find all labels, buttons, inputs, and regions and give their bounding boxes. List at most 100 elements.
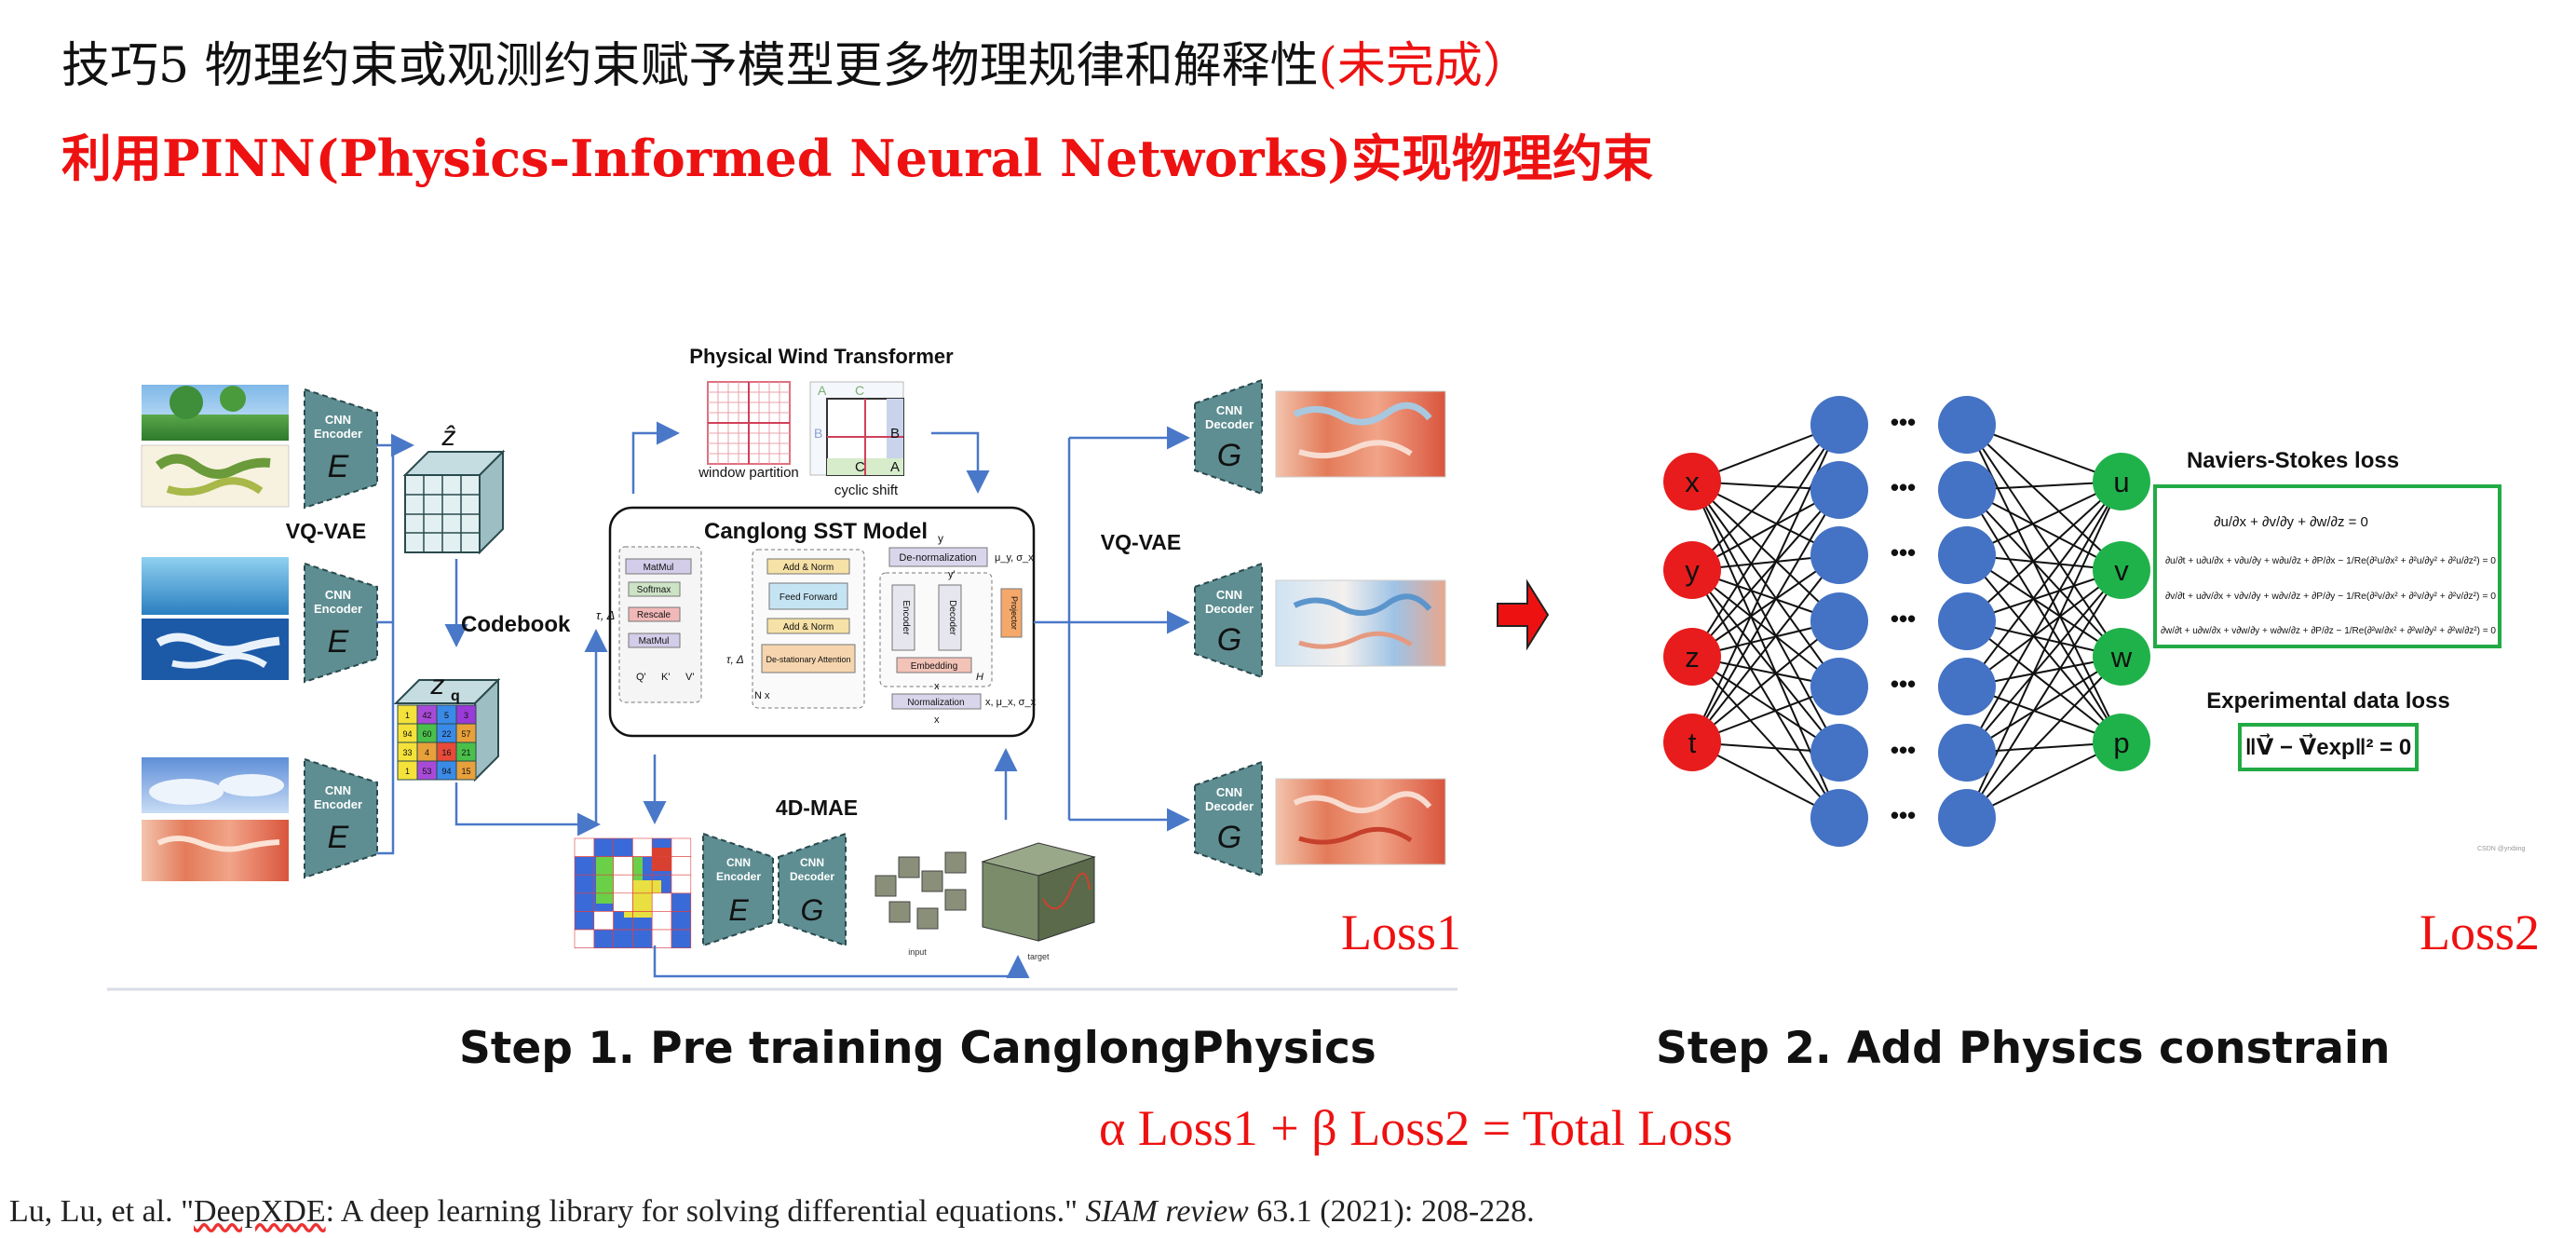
cnn-encoder-1-symbol: E xyxy=(328,449,349,484)
codebook-cell xyxy=(455,760,477,781)
cnn-encoder-3-label-b: Encoder xyxy=(314,797,362,811)
label-nx: N x xyxy=(754,690,770,701)
connection-out xyxy=(1966,569,2122,819)
cnn-encoder-2-symbol: E xyxy=(328,624,349,660)
input-node xyxy=(1663,453,1721,510)
hidden-node xyxy=(1810,526,1868,584)
connection-out xyxy=(1966,424,2122,658)
input-node-label: y xyxy=(1685,554,1700,587)
total-loss-formula: α Loss1 + β Loss2 = Total Loss xyxy=(1099,1100,1733,1156)
cnn-decoder-2-symbol: G xyxy=(1217,622,1241,658)
block-encoder: Encoder xyxy=(901,600,911,635)
block-destationary-attention: De-stationary Attention xyxy=(766,655,850,664)
codebook-cell-value: 94 xyxy=(402,729,412,739)
output-node xyxy=(2093,541,2150,599)
output-node xyxy=(2093,714,2150,771)
mae-mask-cell xyxy=(574,837,595,857)
hidden-node xyxy=(1938,658,1996,715)
ns-equation-1: ∂u/∂x + ∂v/∂y + ∂w/∂z = 0 xyxy=(2214,514,2368,530)
mae-mask-cell xyxy=(671,874,692,894)
output-node xyxy=(2093,453,2150,510)
connection-in xyxy=(1691,620,1840,743)
mae-input-grid xyxy=(574,837,692,948)
block-matmul-top: MatMul xyxy=(644,563,674,573)
citation-journal: SIAM review xyxy=(1085,1194,1249,1229)
ns-loss-title: Naviers-Stokes loss xyxy=(2187,448,2399,473)
connection-in xyxy=(1691,569,1840,687)
mae-title: 4D-MAE xyxy=(776,796,858,820)
arrow-to-window xyxy=(631,421,680,494)
connection-out xyxy=(1966,569,2122,687)
connection-out xyxy=(1966,554,2122,658)
block-decoder: Decoder xyxy=(947,600,957,635)
cnn-decoder-1: CNN Decoder G xyxy=(1194,378,1263,496)
block-embedding: Embedding xyxy=(911,661,958,672)
hidden-node xyxy=(1938,724,1996,782)
connection-in xyxy=(1691,554,1840,658)
cyclic-shift-label: cyclic shift xyxy=(834,483,899,498)
cnn-decoder-2: CNN Decoder G xyxy=(1194,562,1263,679)
hidden-ellipsis: ••• xyxy=(1891,473,1916,501)
block-feed-forward: Feed Forward xyxy=(780,592,837,603)
cnn-encoder-2-label-b: Encoder xyxy=(314,602,362,616)
connection-in xyxy=(1691,569,1840,754)
hidden-node xyxy=(1810,592,1868,650)
slide-title-main: 技巧5 物理约束或观测约束赋予模型更多物理规律和解释性 xyxy=(61,38,1319,94)
slide-title-status: (未完成） xyxy=(1318,38,1531,94)
shift-letter-A2: A xyxy=(890,459,900,475)
cnn-encoder-1-label-a: CNN xyxy=(325,413,351,427)
codebook-cell-value: 60 xyxy=(422,729,431,739)
input-node-label: z xyxy=(1685,641,1700,673)
connection-out xyxy=(1966,489,2122,571)
codebook-cell-value: 94 xyxy=(441,767,451,776)
output-map-1 xyxy=(1275,390,1446,478)
codebook-cell-value: 3 xyxy=(464,711,468,720)
block-softmax: Softmax xyxy=(637,585,671,595)
encoder-merge-line xyxy=(377,443,395,855)
mae-decoder-label-b: Decoder xyxy=(790,870,834,883)
mae-input-cubes: input xyxy=(866,848,978,957)
window-partition-label: window partition xyxy=(698,465,799,481)
mae-encoder-label-b: Encoder xyxy=(716,870,761,883)
citation-pre: Lu, Lu, et al. " xyxy=(9,1194,194,1229)
codebook-cell-value: 53 xyxy=(422,767,431,776)
label-x-mu-sigma: x, μ_x, σ_x xyxy=(985,697,1037,708)
connection-in xyxy=(1691,569,1840,819)
connection-out xyxy=(1966,424,2122,571)
output-node xyxy=(2093,628,2150,686)
connection-out xyxy=(1966,489,2122,658)
cnn-encoder-2-label-a: CNN xyxy=(325,588,351,602)
label-y-prime: y' xyxy=(948,569,956,580)
loss1-label: Loss1 xyxy=(1341,905,1462,960)
wind-transformer-title: Physical Wind Transformer xyxy=(689,345,954,368)
label-y: y xyxy=(938,532,943,545)
connection-in xyxy=(1691,424,1840,571)
label-tau-delta-1: τ, Δ xyxy=(596,608,615,622)
block-matmul-bottom: MatMul xyxy=(639,636,670,646)
connection-out xyxy=(1966,620,2122,743)
connection-out xyxy=(1966,481,2122,622)
cnn-encoder-3: CNN Encoder E xyxy=(304,757,378,879)
cnn-encoder-1-label-b: Encoder xyxy=(314,427,362,441)
label-h: H xyxy=(976,672,983,683)
hidden-ellipsis: ••• xyxy=(1891,538,1916,566)
input-node xyxy=(1663,541,1721,599)
cnn-decoder-2-label-a: CNN xyxy=(1216,588,1242,602)
hidden-node xyxy=(1810,789,1868,847)
cnn-decoder-3: CNN Decoder G xyxy=(1194,760,1263,877)
hidden-node xyxy=(1938,526,1996,584)
block-projector: Projector xyxy=(1010,596,1019,630)
output-node-label: u xyxy=(2113,466,2129,498)
hidden-ellipsis: ••• xyxy=(1891,801,1916,829)
z-hat-label: ẑ xyxy=(441,421,456,452)
ns-loss-box xyxy=(2153,484,2501,648)
mae-mask-cell xyxy=(613,856,633,876)
connection-in xyxy=(1691,489,1840,658)
mae-input-label: input xyxy=(908,947,927,957)
cnn-decoder-1-label-b: Decoder xyxy=(1205,417,1254,431)
mae-encoder-label-a: CNN xyxy=(726,856,751,869)
input-node xyxy=(1663,714,1721,771)
step1-caption: Step 1. Pre training CanglongPhysics xyxy=(459,1023,1376,1074)
input-q: Q' xyxy=(636,672,646,683)
